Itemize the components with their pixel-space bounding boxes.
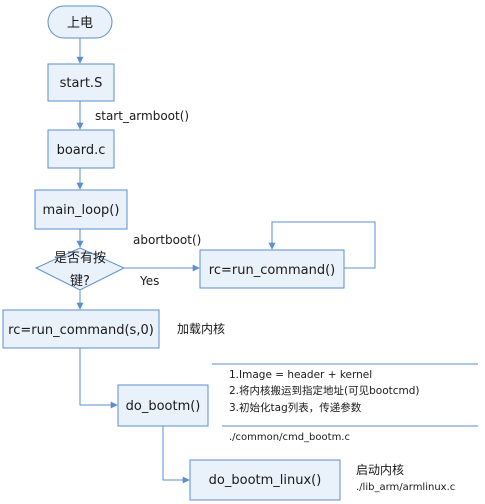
start-s-label: start.S — [60, 76, 103, 91]
board-c-label: board.c — [57, 143, 106, 158]
note-line-2: 2.将内核搬运到指定地址(可见bootcmd) — [229, 384, 420, 397]
board-c-node: board.c — [47, 129, 115, 169]
start-node: 上电 — [47, 5, 113, 39]
start-armboot-label: start_armboot() — [95, 109, 189, 123]
connector-rccommand-loop — [268, 221, 376, 269]
do-bootm-label: do_bootm() — [126, 399, 201, 414]
do-bootm-linux-node: do_bootm_linux() — [189, 459, 341, 501]
main-loop-node: main_loop() — [34, 189, 128, 230]
do-bootm-node: do_bootm() — [117, 384, 209, 427]
connector-rccommands0-to-dobootm — [79, 348, 118, 409]
rc-run-command-s0-label: rc=run_command(s,0) — [8, 323, 154, 338]
decision-node: 是否有按 键? — [34, 247, 126, 291]
rc-run-command-node: rc=run_command() — [199, 249, 345, 289]
start-node-label: 上电 — [67, 16, 93, 31]
do-bootm-linux-label: do_bootm_linux() — [209, 473, 322, 488]
start-s-node: start.S — [47, 63, 115, 102]
rc-run-command-s0-node: rc=run_command(s,0) — [2, 309, 160, 349]
cmd-bootm-path: ./common/cmd_bootm.c — [229, 432, 350, 443]
note-line-3: 3.初始化tag列表，传递参数 — [229, 401, 362, 414]
load-kernel-label: 加载内核 — [177, 322, 225, 336]
connectors — [76, 38, 376, 484]
connector-dobootm-to-dobootmlinux — [162, 426, 190, 484]
armlinux-path: ./lib_arm/armlinux.c — [356, 482, 455, 493]
main-loop-label: main_loop() — [43, 203, 120, 218]
boot-kernel-label: 启动内核 — [356, 463, 404, 477]
abortboot-label: abortboot() — [133, 233, 201, 247]
decision-label-line1: 是否有按 — [54, 251, 106, 266]
rc-run-command-label: rc=run_command() — [209, 263, 335, 278]
bootm-note: 1.Image = header + kernel 2.将内核搬运到指定地址(可… — [212, 363, 478, 443]
decision-label-line2: 键? — [70, 274, 90, 289]
yes-label: Yes — [139, 274, 159, 288]
note-line-1: 1.Image = header + kernel — [229, 369, 372, 381]
